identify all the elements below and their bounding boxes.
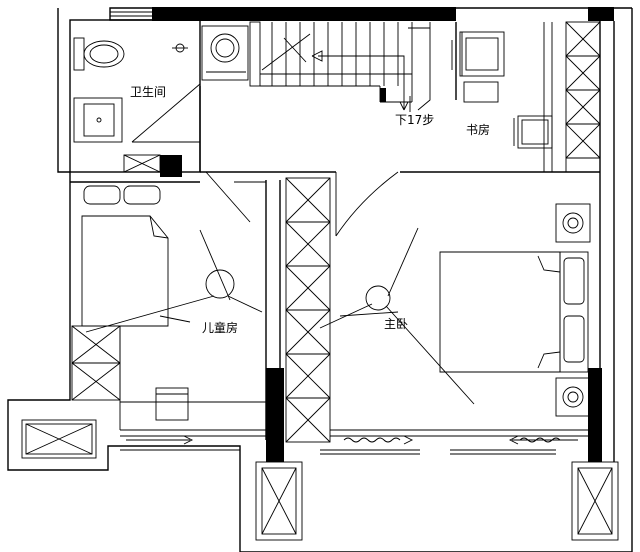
- floor-drain: [172, 43, 188, 53]
- study: [451, 21, 601, 173]
- children-room-label: 儿童房: [202, 320, 238, 335]
- stairs-label: 下17步: [395, 113, 434, 127]
- windows: [110, 11, 556, 455]
- wardrobe: [285, 177, 331, 443]
- washing-machine: [201, 25, 249, 81]
- master-bedroom-label: 主卧: [384, 317, 408, 331]
- armchair: [459, 31, 505, 77]
- children-room: [71, 185, 266, 445]
- bathroom-label: 卫生间: [130, 85, 166, 99]
- staircase: [249, 21, 431, 112]
- master-bedroom: [266, 203, 602, 462]
- sink: [73, 97, 123, 143]
- interior-partitions: [70, 86, 600, 440]
- balconies: [21, 419, 619, 541]
- toilet: [73, 37, 125, 71]
- study-label: 书房: [466, 122, 490, 137]
- exterior-walls: [7, 7, 633, 552]
